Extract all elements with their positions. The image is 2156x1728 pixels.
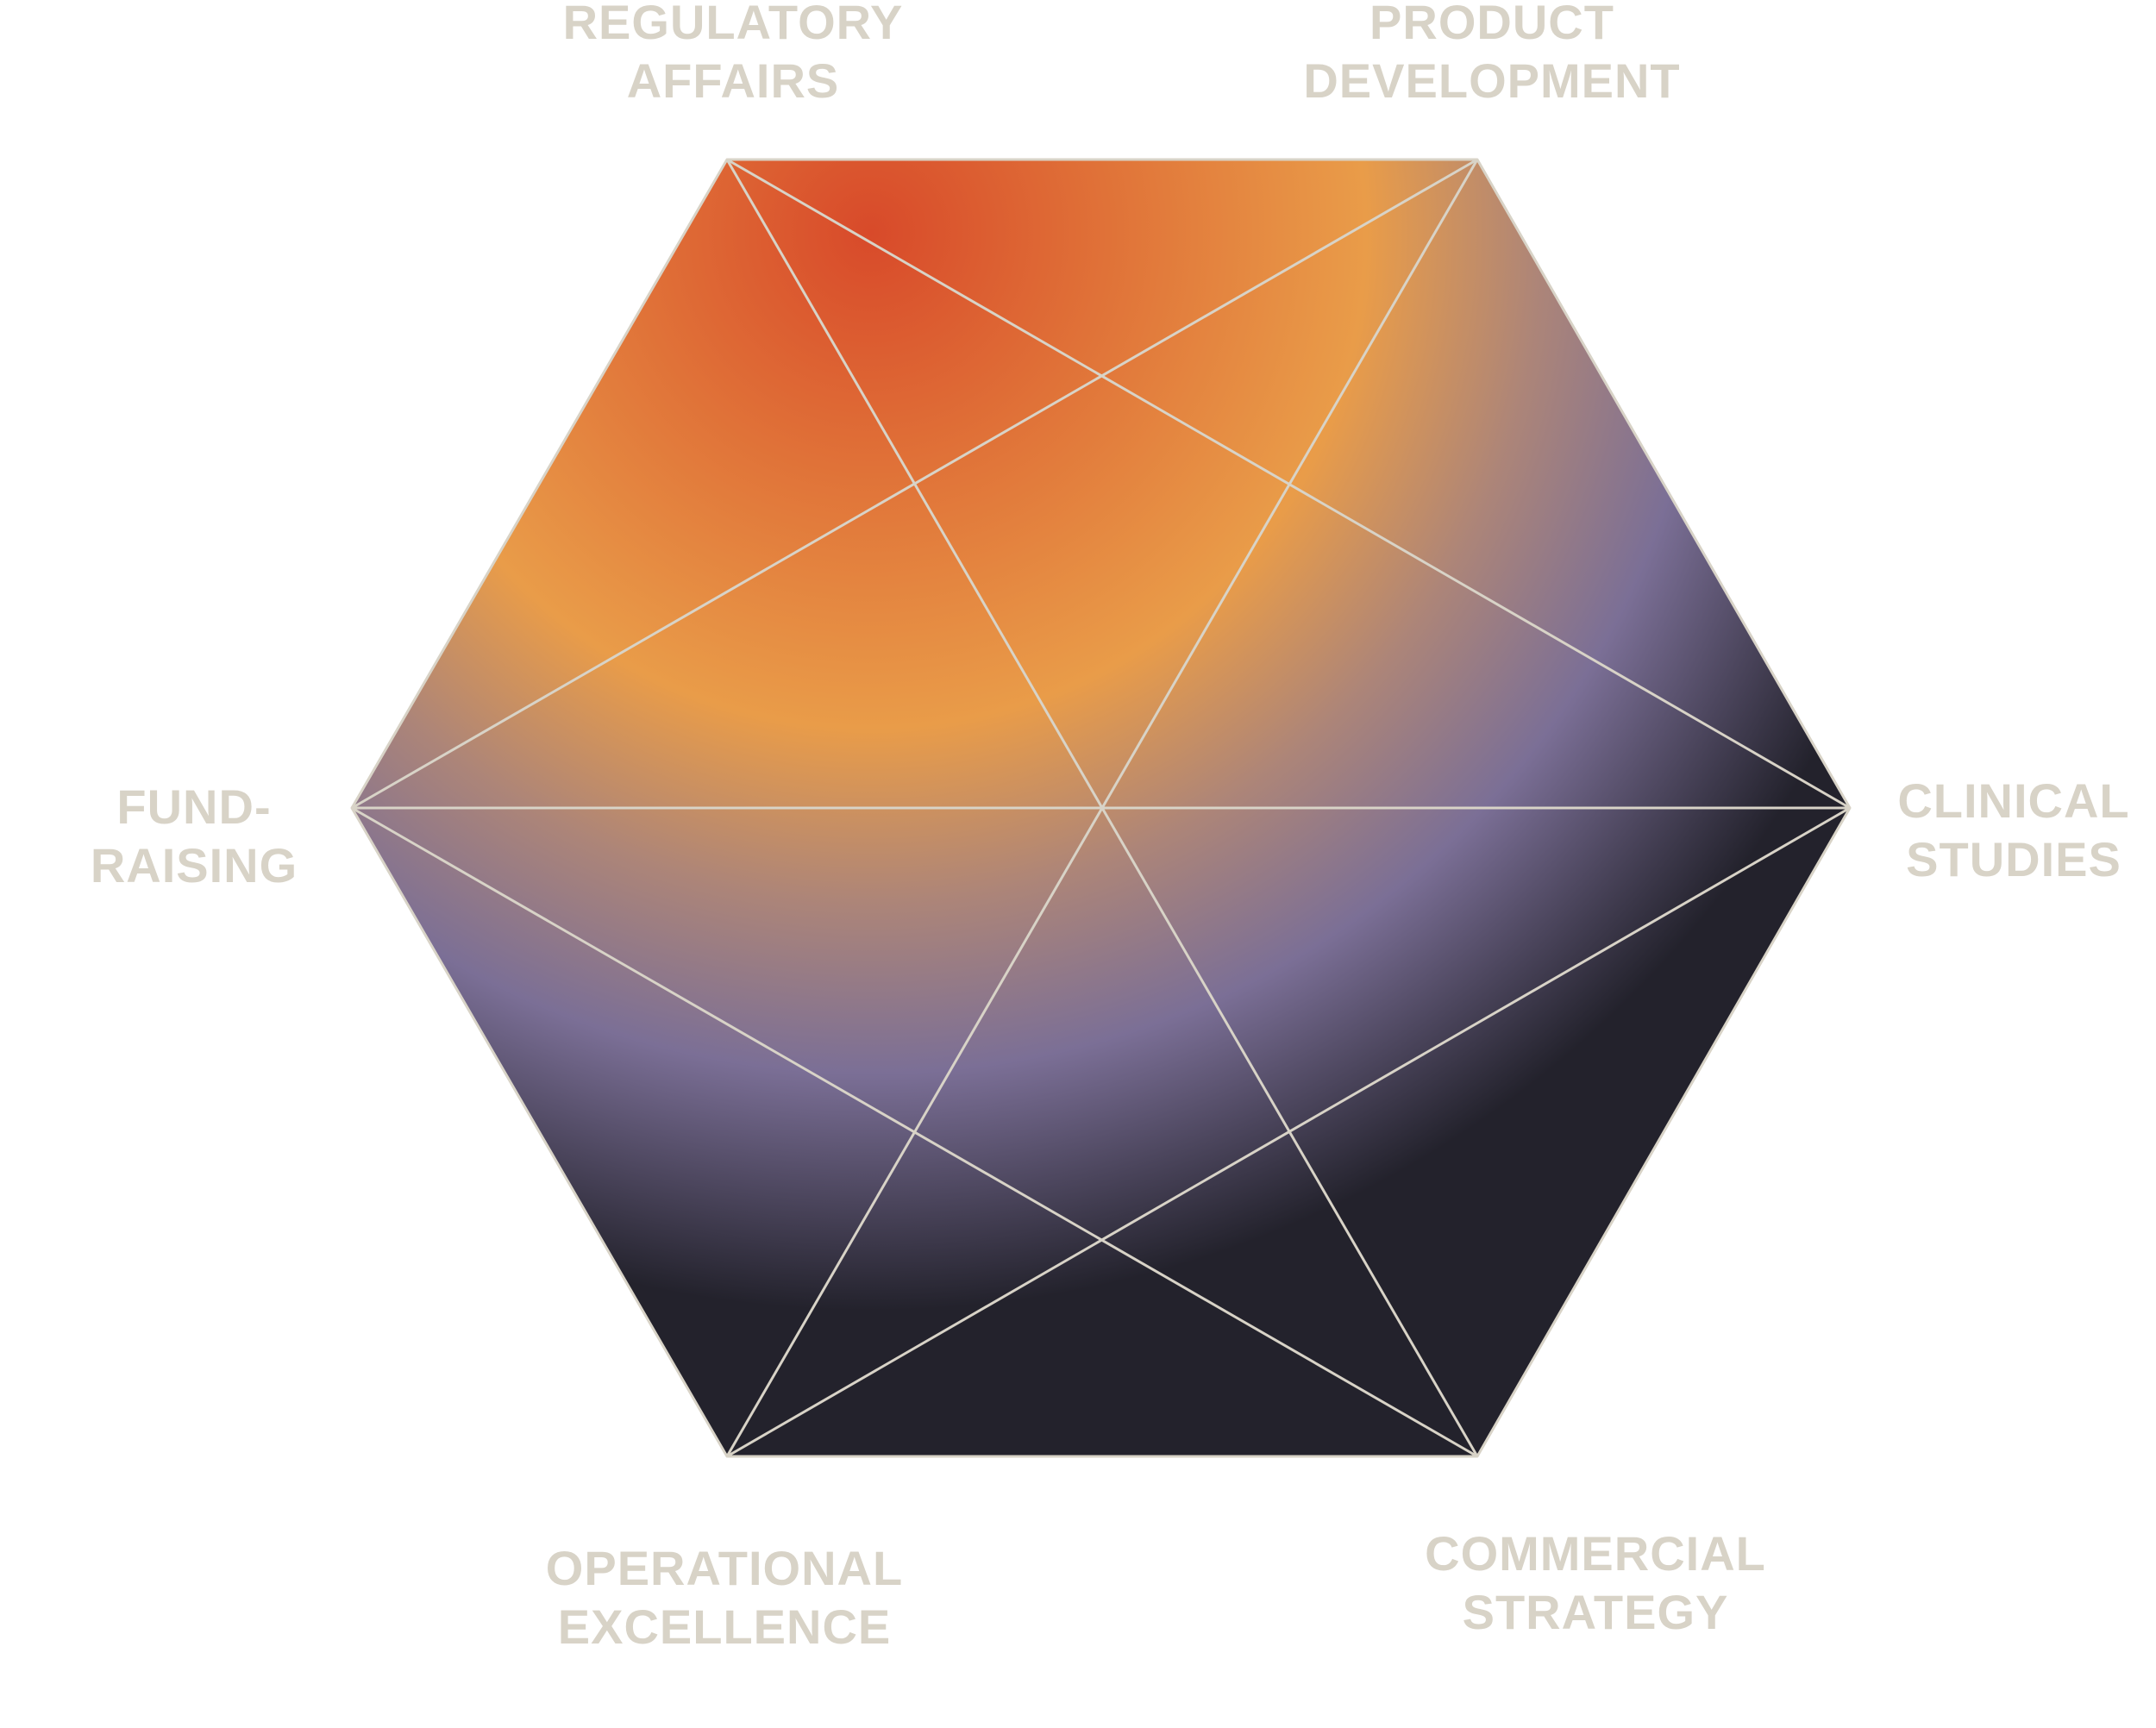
label-regulatory-affairs: REGULATORY AFFAIRS (539, 0, 927, 110)
label-product-development: PRODUCT DEVELOPMENT (1268, 0, 1716, 110)
label-line: CLINICAL (1897, 773, 2130, 828)
label-line: PRODUCT (1369, 0, 1614, 49)
label-line: STUDIES (1906, 832, 2122, 886)
label-line: STRATEGY (1462, 1585, 1729, 1639)
label-line: OPERATIONAL (545, 1541, 904, 1595)
label-line: FUND- (116, 779, 272, 834)
diagram-edges (350, 158, 1852, 1458)
label-line: REGULATORY (562, 0, 904, 49)
label-commercial-strategy: COMMERCIAL STRATEGY (1397, 1525, 1794, 1642)
label-line: EXCELLENCE (557, 1600, 892, 1654)
connector-fund-commercial (351, 806, 1478, 1458)
label-clinical-studies: CLINICAL STUDIES (1880, 772, 2147, 889)
connector-clinical-operational (726, 806, 1851, 1458)
label-operational-excellence: OPERATIONAL EXCELLENCE (526, 1539, 923, 1656)
label-fund-raising: FUND- RAISING (69, 778, 319, 895)
label-line: RAISING (90, 838, 298, 892)
connector-product-fund (351, 158, 1478, 810)
label-line: COMMERCIAL (1425, 1526, 1766, 1581)
label-line: DEVELOPMENT (1303, 53, 1681, 108)
label-line: AFFAIRS (626, 53, 840, 108)
